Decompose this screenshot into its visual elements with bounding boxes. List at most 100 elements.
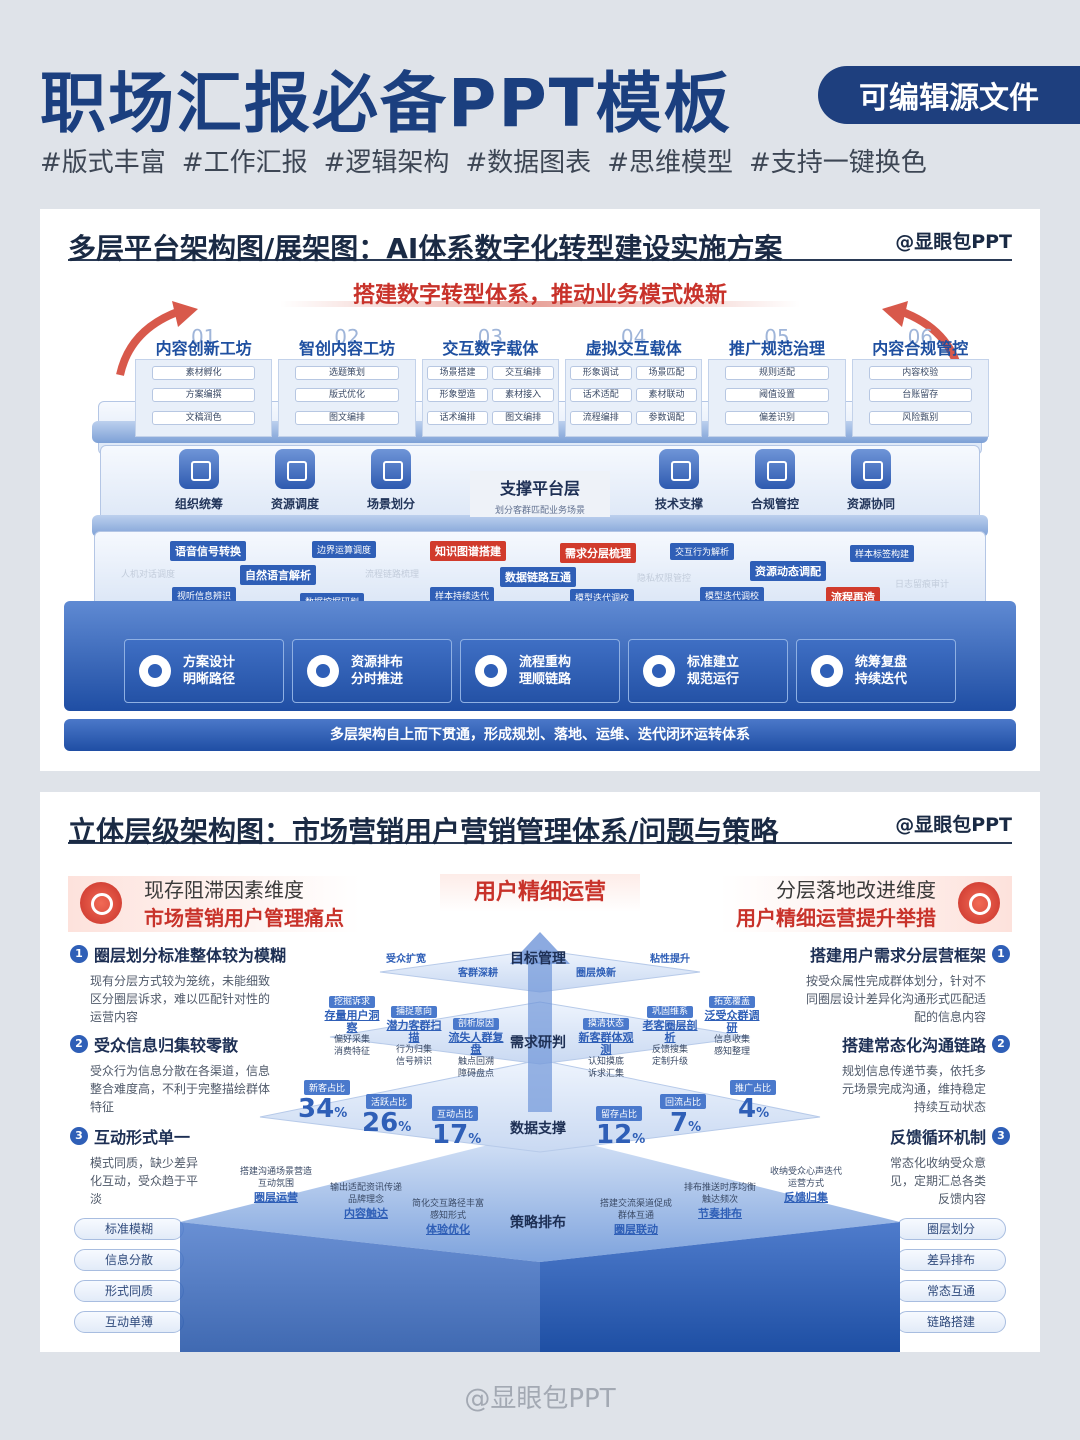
module-label: 推广规范治理	[728, 339, 825, 358]
stat-value: 7%	[670, 1108, 702, 1138]
module-chip: 话术编排	[426, 410, 489, 425]
stat-value: 17%	[432, 1120, 482, 1150]
module-chip: 素材孵化	[152, 366, 256, 380]
base-card: 流程重构理顺链路	[460, 639, 620, 703]
pyramid-tag: 受众扩宽	[386, 954, 426, 965]
mid-node: 拓宽覆盖泛受众群调研信息收集感知整理	[704, 996, 760, 1057]
tag: #版式丰富	[40, 148, 166, 178]
tier-label: 隐私权限管控	[637, 574, 692, 584]
module-chip: 图文编排	[295, 410, 399, 425]
module-number: 03	[477, 325, 504, 349]
right-pill: 链路搭建	[896, 1311, 1006, 1333]
scene-icon	[371, 449, 411, 489]
right-heading: 用户精细运营提升举措	[736, 906, 936, 930]
module-chip: 版式优化	[295, 388, 399, 403]
right-pill: 圈层划分	[896, 1218, 1006, 1240]
module-chip: 文稿润色	[152, 410, 256, 425]
tag: #逻辑架构	[323, 148, 450, 178]
service-icon	[475, 655, 507, 687]
stat-label: 回流占比	[660, 1094, 707, 1109]
base-node: 排布推送时序均衡触达频次节奏排布	[683, 1183, 756, 1220]
tier-label: 数据链路互通	[500, 567, 576, 587]
target-icon	[80, 882, 122, 924]
pyramid-graphic	[180, 932, 900, 1352]
module-chip: 图文编排	[492, 410, 554, 425]
module-chip: 内容校验	[868, 366, 972, 380]
curve-arrow-left-icon	[116, 301, 198, 376]
resource-icon	[275, 449, 315, 489]
module-chip: 素材接入	[492, 388, 554, 403]
tier-label: 交互行为解析	[670, 543, 735, 560]
pyramid-tag: 客群深耕	[458, 968, 498, 979]
module-chip: 场景搭建	[426, 366, 489, 380]
pyramid-data: 数据支撑	[510, 1121, 566, 1137]
left-heading-sub: 现存阻滞因素维度	[144, 878, 304, 902]
tag: #思维模型	[607, 148, 733, 178]
tech-icon	[659, 449, 699, 489]
base-node: 收纳受众心声迭代运营方式反馈归集	[769, 1167, 842, 1204]
banner-stripe	[280, 301, 800, 307]
left-pill: 信息分散	[74, 1249, 184, 1271]
tag: #数据图表	[465, 148, 592, 178]
tag-row: #版式丰富 #工作汇报 #逻辑架构 #数据图表 #思维模型 #支持一键换色	[40, 142, 927, 179]
footer-watermark: @显眼包PPT	[464, 1384, 616, 1414]
pyramid-top: 目标管理	[510, 951, 566, 967]
module-label: 内容创新工坊	[155, 339, 252, 358]
tag: #工作汇报	[181, 148, 308, 178]
tier-label: 资源动态调配	[750, 561, 826, 581]
cooperate-icon	[851, 449, 891, 489]
module-chip: 流程编排	[569, 410, 632, 425]
panel-watermark: @显眼包PPT	[895, 231, 1012, 253]
support-title: 支撑平台层	[499, 479, 580, 498]
base-card: 资源排布分时推进	[292, 639, 452, 703]
base-card: 统筹复盘持续迭代	[796, 639, 956, 703]
module-label: 智创内容工坊	[298, 339, 395, 358]
module-chip: 台账留存	[868, 388, 972, 403]
module-chip: 方案编撰	[152, 388, 256, 403]
support-item: 资源调度	[260, 449, 330, 512]
support-item: 场景划分	[356, 449, 426, 512]
shield-icon	[139, 655, 171, 687]
tier-label: 人机对话调度	[121, 570, 176, 580]
left-heading: 市场营销用户管理痛点	[144, 906, 344, 930]
base-node: 搭建沟通场景营造互动氛围圈层运营	[239, 1167, 312, 1204]
editable-badge: 可编辑源文件	[818, 66, 1080, 124]
banner-text: 搭建数字转型体系，推动业务模式焕新	[352, 283, 727, 308]
tier-label: 日志留痕审计	[895, 580, 950, 590]
module-chip: 规则适配	[725, 366, 829, 380]
base-card-row: 方案设计明晰路径 资源排布分时推进 流程重构理顺链路 标准建立规范运行 统筹复盘…	[124, 639, 956, 703]
module-chip: 场景匹配	[635, 366, 698, 380]
mid-node: 剖析原因流失人群复盘触点回溯障碍盘点	[448, 1018, 504, 1079]
compliance-icon	[755, 449, 795, 489]
module-number: 04	[620, 325, 647, 349]
right-pill: 差异排布	[896, 1249, 1006, 1271]
tier-label: 流程链路梳理	[365, 570, 420, 580]
stat-label: 推广占比	[730, 1080, 777, 1095]
module-chip: 风险甄别	[868, 410, 972, 425]
user-icon	[307, 655, 339, 687]
stat-value: 26%	[362, 1108, 412, 1138]
module-chip: 阈值设置	[725, 388, 829, 403]
support-item: 组织统筹	[164, 449, 234, 512]
base-footer: 多层架构自上而下贯通，形成规划、落地、运维、迭代闭环运转体系	[64, 719, 1016, 751]
panel-watermark: @显眼包PPT	[895, 814, 1012, 836]
module-chip: 选题策划	[295, 366, 399, 380]
base-node: 搭建交流渠道促成群体互通圈层联动	[599, 1199, 672, 1236]
page-title: 职场汇报必备PPT模板	[40, 65, 732, 142]
tier-label: 模型迭代调校	[700, 587, 765, 604]
panel-title: 立体层级架构图：市场营销用户营销管理体系/问题与策略	[68, 810, 1012, 848]
module-chip: 形象塑造	[426, 388, 489, 403]
support-item: 技术支撑	[644, 449, 714, 512]
left-pill: 标准模糊	[74, 1218, 184, 1240]
mid-node: 捕捉意向潜力客群扫描行为归集信号辨识	[386, 1006, 442, 1067]
tier-label: 视听信息辨识	[172, 587, 237, 604]
tier-label: 需求分层梳理	[560, 543, 636, 563]
gear-icon	[811, 655, 843, 687]
